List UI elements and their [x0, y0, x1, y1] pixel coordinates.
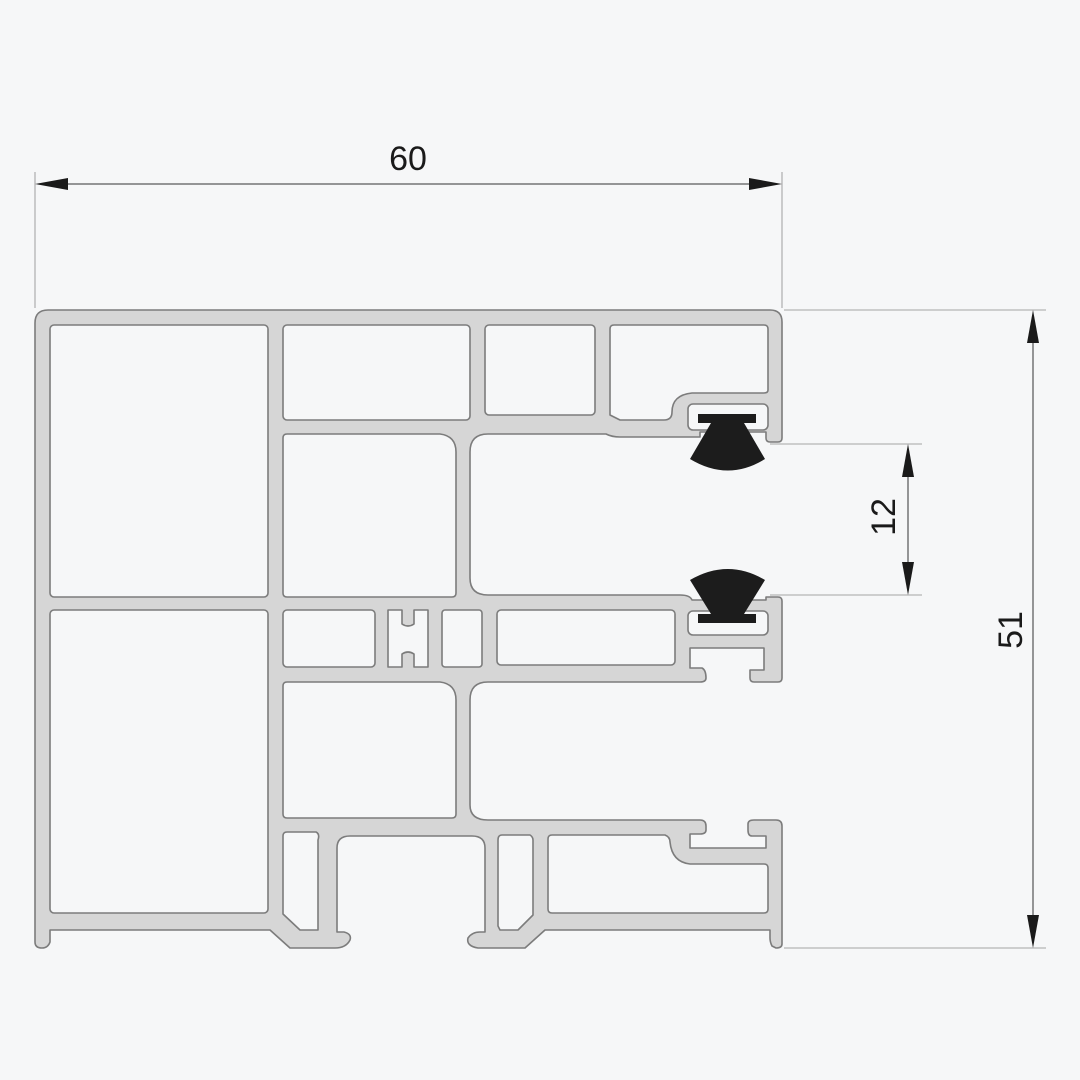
chamber: [282, 681, 457, 819]
arrow-up-icon: [902, 444, 914, 477]
chamber: [282, 324, 471, 421]
chamber: [497, 834, 534, 931]
chamber: [496, 609, 676, 666]
arrow-right-icon: [749, 178, 782, 190]
profile-chambers: [49, 324, 769, 931]
gasket-bottom: [690, 569, 765, 623]
chamber: [484, 324, 596, 416]
height-label: 51: [992, 611, 1030, 649]
gap-dimension: 12: [770, 443, 922, 596]
arrow-down-icon: [902, 562, 914, 595]
chamber: [49, 609, 269, 914]
chamber: [547, 834, 769, 914]
gaskets: [690, 414, 765, 623]
chamber: [609, 324, 769, 421]
chamber: [282, 433, 457, 598]
chamber: [387, 609, 429, 668]
chamber: [441, 609, 483, 668]
width-dimension: 60: [34, 140, 783, 308]
chamber: [49, 324, 269, 598]
gap-label: 12: [865, 498, 903, 536]
arrow-down-icon: [1027, 915, 1039, 948]
chamber: [282, 609, 376, 668]
height-dimension: 51: [784, 309, 1046, 949]
gasket-top: [690, 414, 765, 471]
width-label: 60: [389, 140, 427, 178]
arrow-left-icon: [35, 178, 68, 190]
chamber: [282, 831, 320, 931]
arrow-up-icon: [1027, 310, 1039, 343]
